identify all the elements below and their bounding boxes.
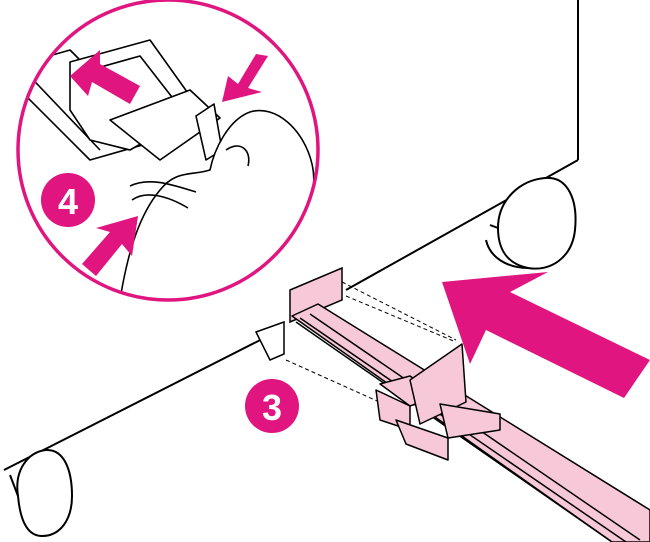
step-4-badge: 4 [41,173,95,227]
rail-slot [254,266,343,361]
cabinet-bottom-edge [3,329,281,471]
step-4-number: 4 [58,181,78,222]
slot-guide-plate [289,266,343,324]
slide-arrow-icon [70,50,140,104]
detail-inset [16,0,320,302]
step-3-badge: 3 [245,379,299,433]
caster-wheel-right-icon [485,176,577,270]
press-down-arrow-icon [222,54,268,102]
push-arrow-icon [442,272,650,398]
alignment-guides [285,281,457,415]
step-3-number: 3 [262,387,282,428]
press-up-arrow-icon [82,216,138,276]
latch-icon [375,343,501,461]
inset-ring [16,0,320,302]
caster-wheel-left-icon [9,448,74,538]
